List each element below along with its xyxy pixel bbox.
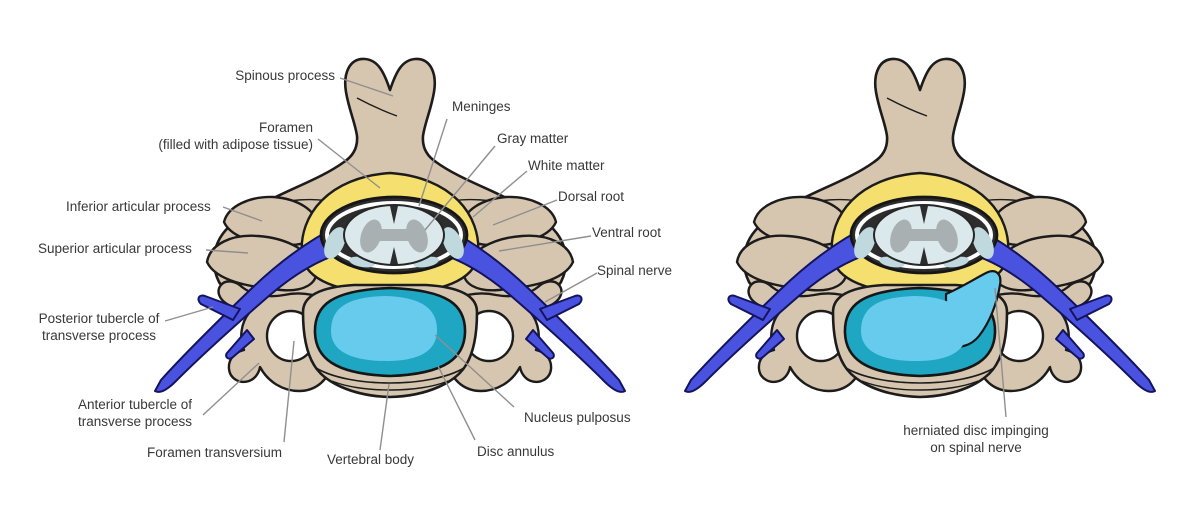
label-posterior-tubercle: Posterior tubercle of transverse process [38, 311, 160, 343]
herniated-vertebra-diagram [685, 59, 1155, 397]
label-foramen-transversium: Foramen transversium [147, 445, 283, 460]
label-herniated-disc: herniated disc impinging on spinal nerve [903, 423, 1049, 455]
label-spinous-process: Spinous process [235, 68, 335, 83]
label-white-matter: White matter [528, 158, 605, 173]
label-foramen-adipose: Foramen (filled with adipose tissue) [158, 120, 313, 152]
label-inferior-articular-process: Inferior articular process [66, 199, 211, 214]
label-superior-articular-process: Superior articular process [38, 241, 192, 256]
normal-vertebra-diagram [155, 59, 625, 397]
leader-lines [164, 77, 1007, 451]
label-meninges: Meninges [452, 99, 511, 114]
label-spinal-nerve: Spinal nerve [597, 263, 673, 278]
label-dorsal-root: Dorsal root [558, 189, 625, 204]
label-gray-matter: Gray matter [497, 131, 569, 146]
label-vertebral-body: Vertebral body [327, 452, 415, 467]
label-ventral-root: Ventral root [592, 225, 662, 240]
label-disc-annulus: Disc annulus [477, 444, 555, 459]
label-nucleus-pulposus: Nucleus pulposus [524, 410, 631, 425]
label-anterior-tubercle: Anterior tubercle of transverse process [77, 397, 193, 429]
